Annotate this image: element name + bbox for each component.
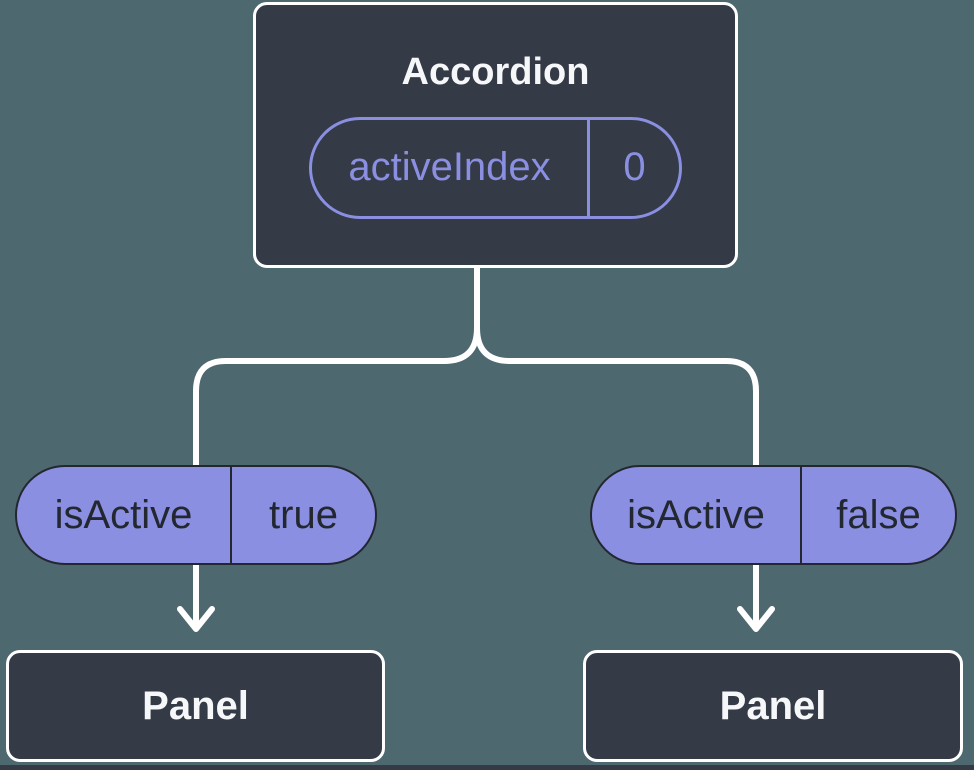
activeindex-prop-pill: activeIndex 0: [309, 116, 682, 219]
panel-node-right: Panel: [583, 650, 963, 762]
panel-node-title: Panel: [142, 684, 249, 728]
prop-value-label: true: [269, 492, 338, 537]
prop-value-label: false: [836, 492, 921, 537]
cropped-bottom-element-edge: [0, 765, 974, 770]
accordion-node-title: Accordion: [401, 51, 590, 94]
panel-node-left: Panel: [6, 650, 385, 762]
prop-value-label: 0: [623, 145, 646, 190]
accordion-node: Accordion activeIndex 0: [253, 2, 738, 268]
prop-name-label: activeIndex: [312, 119, 590, 216]
connector-root-to-right-pill: [474, 267, 759, 467]
panel-node-title: Panel: [719, 684, 827, 728]
isactive-false-pill: isActive false: [590, 465, 957, 565]
arrow-right-head-icon: [737, 606, 775, 632]
arrow-left-head-icon: [177, 606, 215, 632]
isactive-true-pill: isActive true: [15, 465, 377, 565]
prop-name-label: isActive: [17, 467, 232, 563]
prop-name-label: isActive: [592, 467, 802, 563]
connector-root-to-left-pill: [193, 267, 480, 467]
